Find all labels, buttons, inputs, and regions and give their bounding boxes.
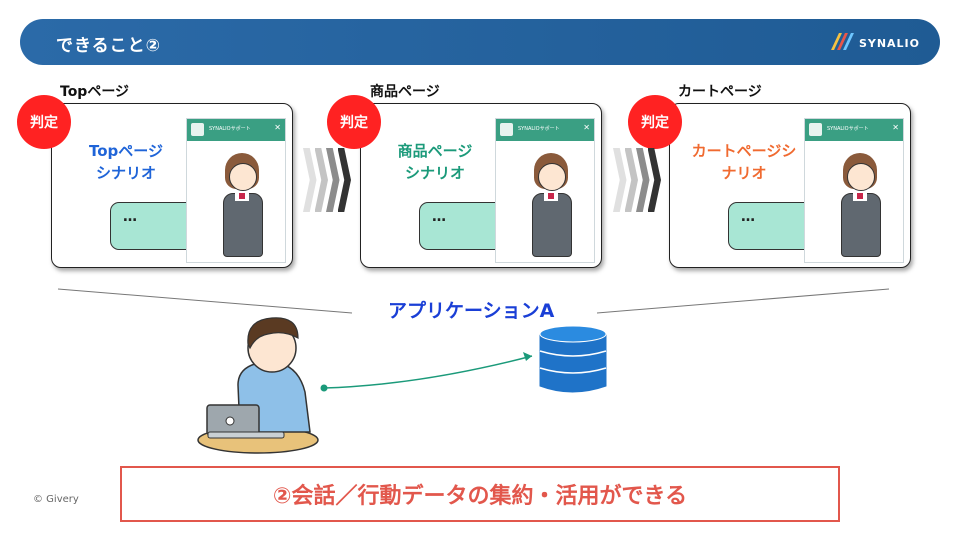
slide-title: できること②	[56, 36, 162, 56]
page-label-product: 商品ページ	[370, 84, 440, 100]
guide-line-left	[57, 288, 353, 314]
page-label-top: Topページ	[60, 84, 130, 100]
bubble-text: …	[741, 209, 755, 225]
scenario-label: 商品ページ シナリオ	[397, 142, 473, 182]
brand-name: SYNALIO	[858, 36, 920, 50]
operator-illustration	[522, 153, 580, 263]
user-at-laptop-icon	[197, 317, 319, 454]
database-icon	[539, 325, 607, 393]
chat-widget: SYNALIOサポート ✕	[495, 118, 595, 263]
scenario-label: Topページ シナリオ	[89, 142, 163, 182]
page-card-cart: カートページシ ナリオ … SYNALIOサポート ✕	[669, 103, 911, 268]
page-label-cart: カートページ	[678, 84, 762, 100]
bubble-text: …	[123, 209, 137, 225]
bubble-text: …	[432, 209, 446, 225]
chat-bubble: …	[728, 202, 826, 250]
avatar-icon	[809, 123, 822, 136]
summary-banner: ②会話／行動データの集約・活用ができる	[120, 466, 840, 522]
close-icon: ✕	[583, 123, 590, 132]
brand-logo: SYNALIO	[830, 33, 920, 53]
judgement-badge: 判定	[17, 95, 71, 149]
chat-widget: SYNALIOサポート ✕	[804, 118, 904, 263]
chat-widget: SYNALIOサポート ✕	[186, 118, 286, 263]
operator-illustration	[213, 153, 271, 263]
application-title: アプリケーションA	[388, 300, 555, 322]
operator-illustration	[831, 153, 889, 263]
judgement-badge: 判定	[628, 95, 682, 149]
title-bar: できること② SYNALIO	[20, 19, 940, 65]
judgement-badge: 判定	[327, 95, 381, 149]
widget-name: SYNALIOサポート	[827, 126, 869, 132]
close-icon: ✕	[892, 123, 899, 132]
copyright: © Givery	[33, 494, 79, 505]
page-card-product: 商品ページ シナリオ … SYNALIOサポート ✕	[360, 103, 602, 268]
flow-arrow-icon	[613, 148, 661, 212]
avatar-icon	[191, 123, 204, 136]
widget-name: SYNALIOサポート	[518, 126, 560, 132]
close-icon: ✕	[274, 123, 281, 132]
scenario-label: カートページシ ナリオ	[691, 142, 797, 182]
data-flow-arrow	[323, 355, 533, 389]
page-card-top: Topページ シナリオ … SYNALIOサポート ✕	[51, 103, 293, 268]
widget-name: SYNALIOサポート	[209, 126, 251, 132]
flow-arrow-icon	[303, 148, 351, 212]
avatar-icon	[500, 123, 513, 136]
banner-text: ②会話／行動データの集約・活用ができる	[272, 484, 688, 509]
guide-line-right	[596, 288, 890, 314]
